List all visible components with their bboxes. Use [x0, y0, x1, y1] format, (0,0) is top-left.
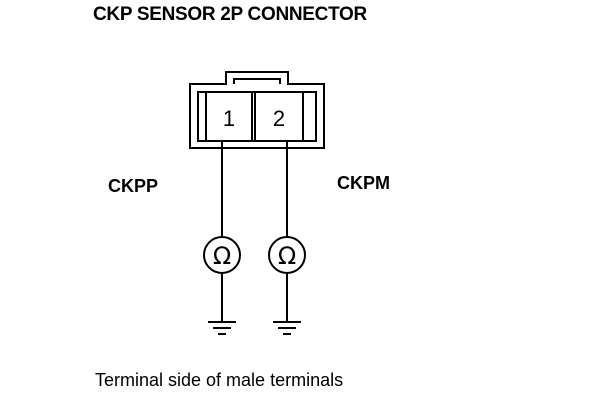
ohm-symbol: Ω — [278, 242, 296, 270]
connector-pin-2: 2 — [254, 91, 304, 142]
wire-label-ckpm: CKPM — [337, 173, 390, 193]
ground-icon — [273, 321, 301, 335]
diagram-caption: Terminal side of male terminals — [95, 370, 344, 390]
wire-label-ckpp: CKPP — [108, 176, 159, 196]
ohmmeter-icon: Ω — [268, 236, 306, 274]
pin-1-number: 1 — [223, 106, 235, 131]
pin-2-number: 2 — [273, 106, 285, 131]
ohmmeter-icon: Ω — [203, 236, 241, 274]
connector-pin-1: 1 — [205, 91, 253, 142]
diagram-title: CKP SENSOR 2P CONNECTOR — [93, 4, 367, 25]
ground-leads — [221, 273, 288, 322]
ground-icon — [208, 321, 236, 335]
ohm-symbol: Ω — [213, 242, 231, 270]
